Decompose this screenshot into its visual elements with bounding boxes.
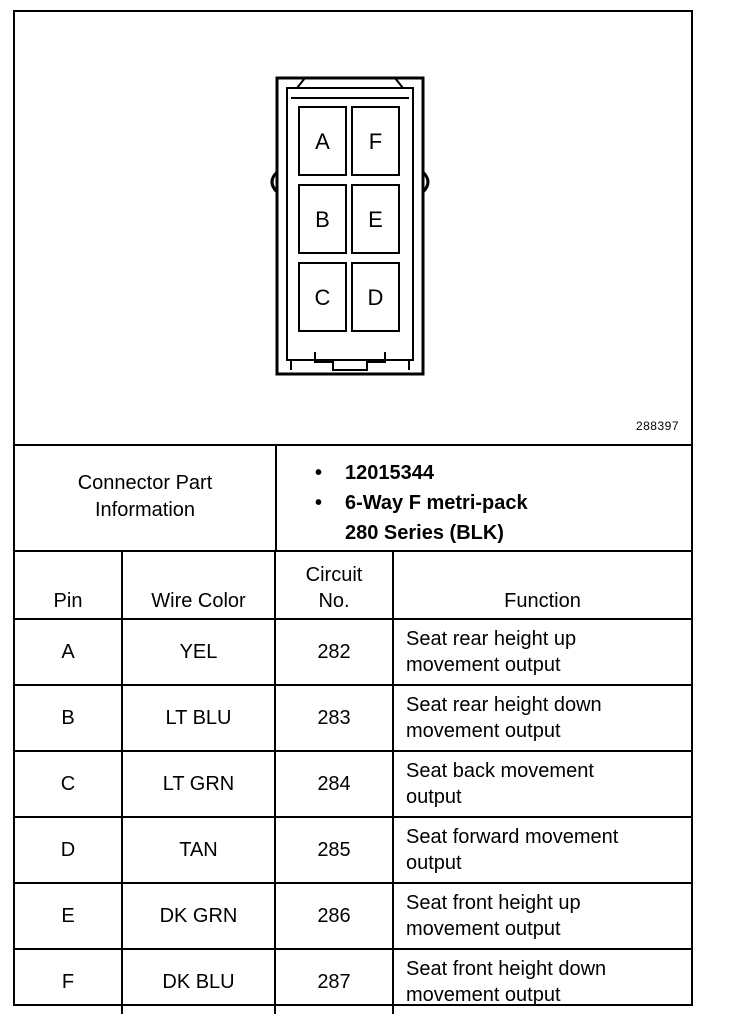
function-line1: Seat front height up (406, 892, 581, 914)
description-line2: 280 Series (BLK) (345, 522, 504, 544)
cell-wire-color: LT BLU (122, 685, 276, 752)
function-line1: Seat rear height down (406, 694, 602, 716)
cavity-label-c: C (315, 285, 331, 310)
function-line2: output (406, 852, 462, 874)
cell-circuit: 282 (275, 619, 394, 686)
part-number: 12015344 (345, 462, 434, 484)
cell-circuit: 287 (275, 949, 394, 1014)
function-line2: movement output (406, 918, 561, 940)
cell-function: Seat front height down movement output (393, 949, 691, 1014)
function-line1: Seat rear height up (406, 628, 577, 650)
cavity-label-f: F (369, 129, 382, 154)
connector-top-latch (291, 77, 409, 99)
cell-circuit: 283 (275, 685, 394, 752)
cavity-f (351, 106, 400, 176)
cell-pin: B (15, 685, 123, 752)
cavity-label-a: A (315, 129, 330, 154)
cell-pin: C (15, 751, 123, 818)
cavity-b (298, 184, 347, 254)
connector-drawing: A F B E C D (270, 76, 430, 376)
cell-wire-color: TAN (122, 817, 276, 884)
cell-wire-color: DK BLU (122, 949, 276, 1014)
connector-label-line2: Information (94, 499, 196, 521)
header-function: Function (393, 550, 691, 620)
cell-circuit: 284 (275, 751, 394, 818)
description-line1: 6-Way F metri-pack (345, 492, 528, 514)
connector-bottom-lock (290, 352, 410, 371)
cell-wire-color: LT GRN (122, 751, 276, 818)
cell-function: Seat back movement output (393, 751, 691, 818)
function-line2: movement output (406, 654, 561, 676)
cell-circuit: 286 (275, 883, 394, 950)
figure-number: 288397 (635, 419, 679, 433)
function-line1: Seat front height down (406, 958, 607, 980)
connector-part-info-label: Connector Part Information (15, 444, 277, 550)
cavity-label-d: D (368, 285, 384, 310)
cell-function: Seat front height up movement output (393, 883, 691, 950)
cavity-e (351, 184, 400, 254)
cell-function: Seat forward movement output (393, 817, 691, 884)
header-pin: Pin (15, 550, 123, 620)
cell-function: Seat rear height down movement output (393, 685, 691, 752)
connector-label-line1: Connector Part (77, 472, 213, 494)
cell-pin: E (15, 883, 123, 950)
cell-wire-color: DK GRN (122, 883, 276, 950)
cell-pin: A (15, 619, 123, 686)
cell-circuit: 285 (275, 817, 394, 884)
cavity-c (298, 262, 347, 332)
connector-housing-inner (286, 87, 414, 361)
connector-figure: A F B E C D 288397 (15, 12, 691, 446)
cell-pin: F (15, 949, 123, 1014)
function-line2: movement output (406, 720, 561, 742)
header-circuit: Circuit No. (275, 550, 394, 620)
function-line1: Seat forward movement (406, 826, 619, 848)
cavity-label-b: B (315, 207, 330, 232)
connector-info-list: 12015344 6-Way F metri-pack 280 Series (… (315, 458, 528, 548)
cavity-a (298, 106, 347, 176)
cell-function: Seat rear height up movement output (393, 619, 691, 686)
function-line2: movement output (406, 984, 561, 1006)
cavity-d (351, 262, 400, 332)
cavity-label-e: E (368, 207, 383, 232)
connector-part-info: Connector Part Information 12015344 6-Wa… (15, 444, 691, 552)
connector-housing-outer (275, 76, 425, 376)
description-item: 6-Way F metri-pack 280 Series (BLK) (315, 488, 528, 548)
part-number-item: 12015344 (315, 458, 528, 488)
function-line2: output (406, 786, 462, 808)
function-line1: Seat back movement (406, 760, 594, 782)
cell-wire-color: YEL (122, 619, 276, 686)
pin-table-header: Pin Wire Color Circuit No. Function (15, 550, 691, 620)
connector-right-bump (421, 170, 430, 194)
cell-pin: D (15, 817, 123, 884)
header-wire-color: Wire Color (122, 550, 276, 620)
connector-left-bump (270, 170, 279, 194)
